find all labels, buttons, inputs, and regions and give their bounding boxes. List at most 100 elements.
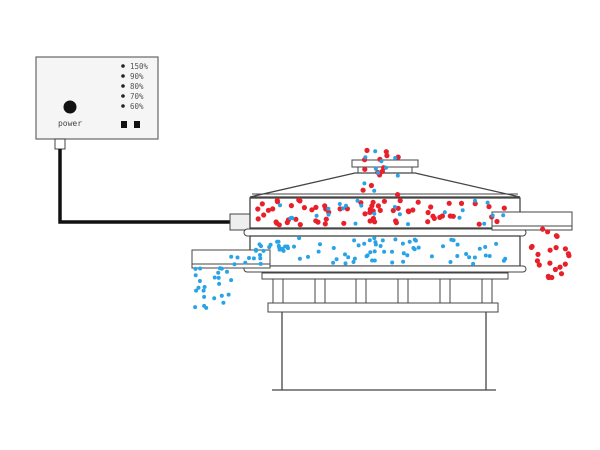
fine-particle <box>216 275 221 280</box>
fine-particle <box>451 238 456 243</box>
coarse-particle <box>375 203 381 209</box>
switch-button[interactable] <box>134 121 140 128</box>
coarse-particle <box>364 147 370 153</box>
fine-particle <box>254 247 258 252</box>
coarse-particle <box>528 244 535 250</box>
fine-particle <box>247 256 251 260</box>
coarse-particle <box>323 216 329 222</box>
fine-particle <box>392 205 397 209</box>
fine-particle <box>314 213 319 218</box>
fine-particle <box>382 249 387 254</box>
coarse-particle <box>270 206 276 212</box>
fine-particle <box>280 247 285 252</box>
coarse-particle <box>390 207 396 214</box>
fine-particle <box>193 273 198 278</box>
fine-particle <box>229 254 234 259</box>
fine-particle <box>217 281 222 286</box>
spring <box>272 278 284 304</box>
level-label: 80% <box>130 82 144 91</box>
fine-particle <box>372 211 377 216</box>
coarse-particle <box>309 207 315 213</box>
coarse-particle <box>395 205 401 211</box>
fine-particle <box>416 245 421 250</box>
fine-particle <box>372 188 377 193</box>
fine-particle <box>337 202 342 206</box>
sieve-machine <box>191 159 573 391</box>
fine-particle <box>202 285 207 289</box>
fine-particle <box>380 238 385 243</box>
fine-particle <box>384 165 388 170</box>
coarse-particle <box>406 209 412 215</box>
coarse-particle <box>368 182 374 189</box>
coarse-particle <box>273 219 279 225</box>
fine-particle <box>429 254 434 259</box>
level-bullet-icon <box>121 84 125 88</box>
fine-particle <box>490 213 495 218</box>
coarse-particle <box>540 226 546 232</box>
coarse-particle <box>562 261 568 267</box>
fine-particle <box>412 247 417 252</box>
fine-particle <box>390 249 394 254</box>
level-label: 150% <box>130 62 149 71</box>
coarse-particle <box>554 233 560 239</box>
fine-particle <box>487 254 492 258</box>
fine-particle <box>483 245 488 249</box>
coarse-particle <box>446 200 452 206</box>
coarse-particle <box>439 213 445 219</box>
fine-particle <box>397 212 402 217</box>
fine-particles <box>193 149 508 310</box>
fine-particle <box>261 248 266 253</box>
coarse-particle <box>494 218 500 225</box>
fine-particle <box>306 254 310 259</box>
fine-particle <box>460 208 465 213</box>
fine-particle <box>225 269 229 274</box>
coarse-particle <box>261 212 267 218</box>
fine-particle <box>292 244 296 249</box>
coarse-particle <box>301 205 307 211</box>
level-bullet-icon <box>121 104 125 108</box>
coarse-particle <box>360 187 366 193</box>
coarse-particle <box>557 264 563 270</box>
fine-particle <box>258 256 263 261</box>
fine-particle <box>473 198 477 203</box>
fine-particle <box>258 253 262 257</box>
fine-particle <box>472 255 477 260</box>
coarse-particle <box>284 219 290 226</box>
switch-button[interactable] <box>121 121 127 128</box>
fine-particle <box>331 260 336 265</box>
fine-particle <box>393 156 398 160</box>
fine-particle <box>226 292 231 297</box>
fine-particle <box>395 173 400 178</box>
fine-particle <box>243 260 248 265</box>
fine-particle <box>455 242 460 247</box>
fine-particle <box>212 296 217 301</box>
fine-particle <box>467 255 472 260</box>
power-button[interactable] <box>63 100 77 114</box>
coarse-particle <box>486 204 492 210</box>
fine-particle <box>441 244 445 249</box>
power-cable <box>58 149 231 224</box>
power-label: power <box>58 119 82 128</box>
fine-particle <box>268 242 273 247</box>
fine-particle <box>356 243 361 248</box>
coarse-particle <box>425 219 431 225</box>
fine-particle <box>197 279 202 283</box>
coarse-particle <box>393 220 399 226</box>
coarse-particle <box>362 211 368 217</box>
coarse-particle <box>552 266 559 273</box>
fine-particle <box>368 250 373 255</box>
control-box: power 150% 90% 80% 70% 60% <box>35 56 159 140</box>
fine-particle <box>351 260 356 264</box>
level-label: 90% <box>130 72 144 81</box>
fine-particle <box>346 255 351 260</box>
level-label: 60% <box>130 102 144 111</box>
fine-particle <box>198 266 203 271</box>
fine-particle <box>471 261 476 266</box>
fine-particle <box>503 256 508 261</box>
coarse-particle <box>545 229 551 235</box>
coarse-particle <box>381 198 387 204</box>
fine-particle <box>400 241 405 246</box>
fine-particle <box>212 275 217 280</box>
fine-particle <box>201 288 206 293</box>
coarse-particle <box>379 168 385 174</box>
